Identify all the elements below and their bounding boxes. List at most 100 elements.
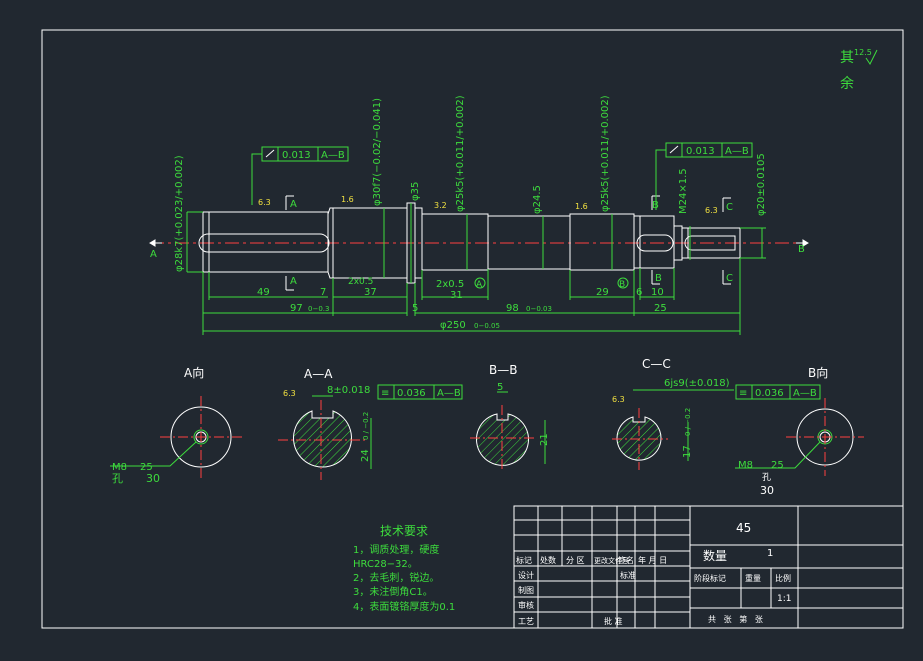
dim-l31: 31	[450, 290, 463, 301]
surface-mark-3: 3.2	[434, 201, 447, 210]
a-view-hole: 孔	[112, 472, 123, 485]
dim-d30: φ30f7(−0.02/−0.041)	[372, 98, 383, 206]
dim-d25b: φ25k5(+0.011/+0.002)	[600, 95, 611, 212]
view-arrow-b-label: B	[798, 244, 805, 255]
dim-l250tol: 0−0.05	[474, 322, 500, 330]
a-view-leader	[110, 441, 197, 467]
runout-left-value: 0.013	[282, 150, 311, 161]
section-markers	[285, 195, 731, 291]
dim-l10: 10	[651, 287, 664, 298]
sym-frame-cc: ≡ 0.036 A—B	[735, 384, 821, 400]
datum-a-text: A	[476, 280, 483, 290]
dim-d28: φ28k7(+0.023/+0.002)	[174, 155, 185, 272]
aa-depth: 24	[360, 449, 371, 462]
datum-b-text: B	[619, 280, 625, 290]
cut-label-a-bottom: A	[290, 276, 297, 287]
tb-approve: 批 准	[604, 616, 623, 626]
roughness-symbol	[865, 49, 878, 65]
tb-qty-label: 数量	[703, 548, 727, 563]
dim-l97: 97	[290, 303, 303, 314]
view-label-aa: A—A	[304, 367, 333, 381]
dim-l98tol: 0−0.03	[526, 305, 552, 313]
view-label-b: B向	[808, 365, 828, 380]
b-view-m8: M8	[738, 460, 753, 471]
notes-title: 技术要求	[380, 524, 428, 538]
cc-depth: 17	[682, 445, 693, 458]
b-view-hole-depth: 30	[760, 484, 774, 497]
tb-process: 工艺	[518, 617, 534, 626]
dim-l6: 6	[636, 287, 642, 298]
tb-stage: 阶段标记	[694, 573, 726, 583]
tb-drafting: 制图	[518, 585, 534, 595]
dim-l98: 98	[506, 303, 519, 314]
tb-material: 45	[736, 521, 751, 535]
runout-right-value: 0.013	[686, 146, 715, 157]
a-view-hole-depth: 30	[146, 472, 160, 485]
roughness-prefix: 其	[840, 50, 854, 66]
cut-label-c-bottom: C	[726, 273, 733, 284]
runout-frame-left: 0.013 A—B	[251, 146, 349, 205]
dim-d24: φ24.5	[532, 185, 543, 214]
tb-scale: 1:1	[777, 594, 791, 604]
tb-review: 审核	[518, 600, 534, 610]
runout-left-datum: A—B	[321, 150, 345, 161]
tb-h1: 标记	[516, 555, 532, 565]
sym-frame-aa: ≡ 0.036 A—B	[377, 384, 463, 400]
aa-section	[293, 410, 352, 468]
dim-l7: 7	[320, 287, 326, 298]
tb-standard: 标准	[620, 570, 636, 580]
cc-mark: 6.3	[612, 395, 625, 404]
tb-h3: 分 区	[566, 556, 585, 565]
shaft-body	[198, 202, 741, 284]
bb-section	[476, 413, 529, 466]
view-arrow-a	[149, 239, 162, 247]
view-label-cc: C—C	[642, 357, 671, 371]
a-view-hole	[193, 429, 209, 445]
dim-m24: M24×1.5	[678, 168, 689, 214]
cut-label-b-bottom: B	[655, 273, 662, 284]
bb-key-dim: 5	[497, 382, 503, 393]
roughness-suffix: 余	[840, 75, 854, 92]
tb-sheets: 共 张 第 张	[708, 614, 763, 624]
dim-d20: φ20±0.0105	[756, 153, 767, 216]
diameter-dim-lines	[186, 203, 766, 283]
sym-aa-value: 0.036	[397, 388, 426, 399]
dim-l250: φ250	[440, 320, 466, 331]
a-view-m8: M8	[112, 462, 127, 473]
tb-qty: 1	[767, 548, 773, 559]
cut-label-c-top: C	[726, 202, 733, 213]
aa-depth-tol: 0 / −0.2	[362, 412, 370, 440]
svg-text:≡: ≡	[381, 388, 389, 399]
cc-depth-tol: 0 / −0.2	[684, 408, 692, 436]
notes-item-4: 3，未注倒角C1。	[353, 585, 433, 598]
sym-bb-value: 0.036	[755, 388, 784, 399]
notes-item-2: HRC28−32。	[353, 559, 418, 570]
datum-b-marker	[617, 277, 629, 289]
view-label-bb: B—B	[489, 363, 517, 377]
length-dim-lines	[202, 258, 741, 335]
tb-weight: 重量	[745, 573, 761, 583]
dim-l25: 25	[654, 303, 667, 314]
sym-bb-datum: A—B	[793, 388, 817, 399]
tb-h6: 年 月 日	[638, 555, 667, 565]
dim-l29: 29	[596, 287, 609, 298]
dim-l2x05b: 2x0.5	[436, 279, 464, 290]
surface-mark-4: 1.6	[575, 202, 588, 211]
dim-l49: 49	[257, 287, 270, 298]
surface-mark-1: 6.3	[258, 198, 271, 207]
cc-key-dim: 6js9(±0.018)	[664, 378, 730, 389]
cut-label-a-top: A	[290, 199, 297, 210]
bb-depth: 21	[539, 433, 550, 446]
notes-item-1: 1，调质处理，硬度	[353, 543, 439, 556]
surface-mark-5: 6.3	[705, 206, 718, 215]
aa-key-dim: 8±0.018	[327, 385, 370, 396]
title-block-grid	[513, 505, 904, 629]
runout-right-datum: A—B	[725, 146, 749, 157]
tb-design: 设计	[518, 570, 534, 580]
a-view-outer	[170, 406, 232, 468]
view-arrow-a-label: A	[150, 249, 157, 260]
dim-l2x05a: 2x0.5	[348, 277, 373, 287]
surface-mark-2: 1.6	[341, 195, 354, 204]
dim-l5: 5	[412, 303, 418, 314]
tb-h4: 更改文件号	[594, 556, 629, 565]
